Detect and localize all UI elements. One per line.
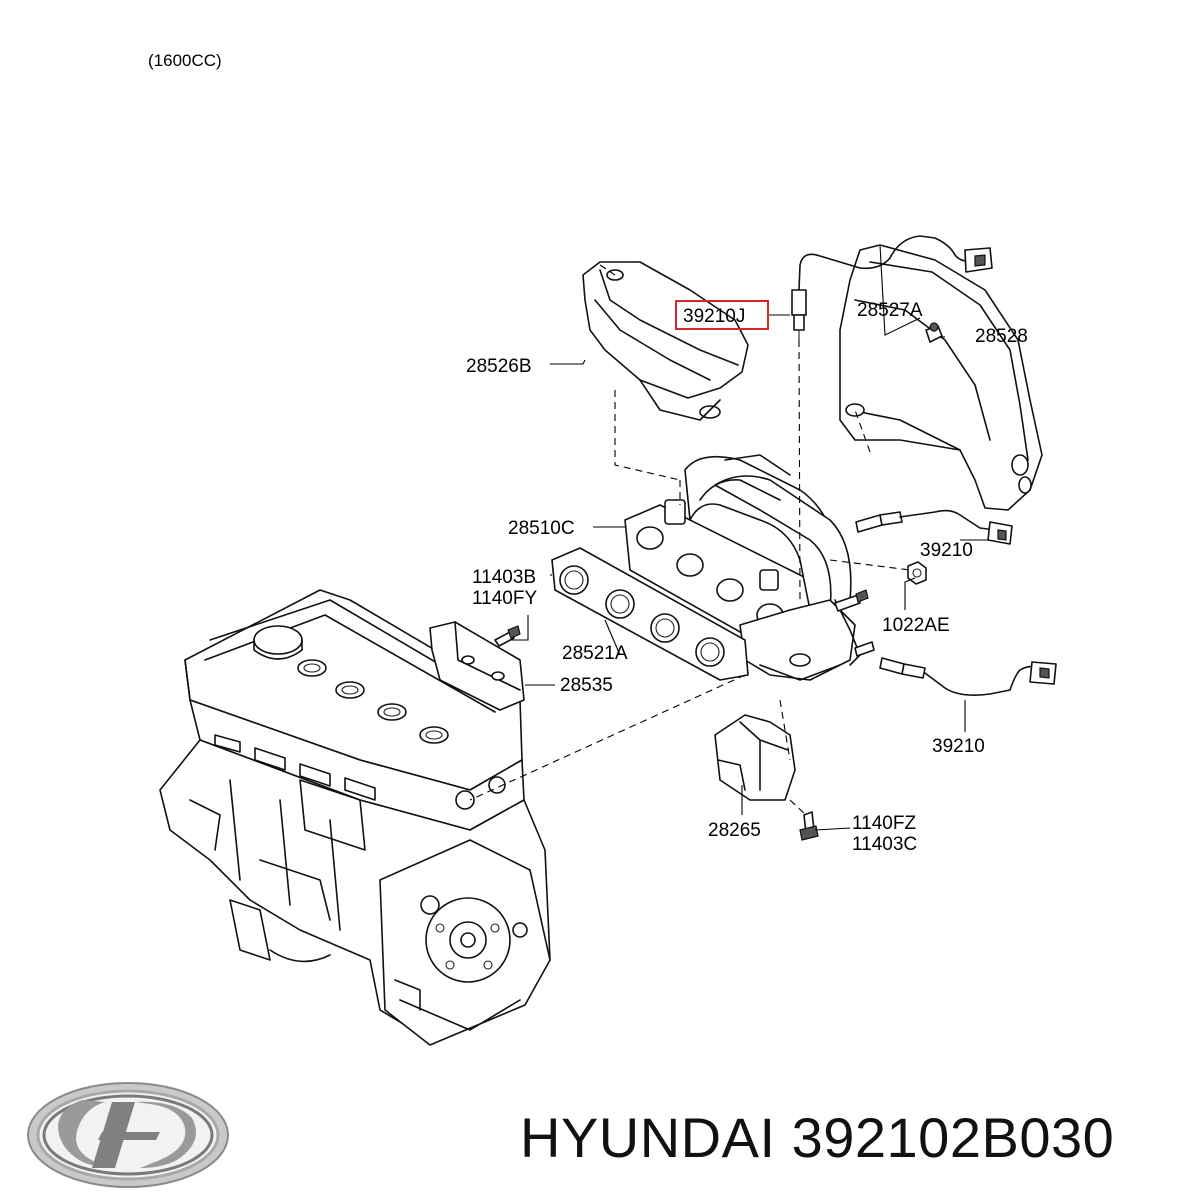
oxygen-sensor-front <box>855 509 1013 545</box>
engine-block-drawing <box>159 589 551 1046</box>
label-28527a[interactable]: 28527A <box>857 300 923 321</box>
bolt-28528 <box>925 322 943 343</box>
oxygen-sensor-rear <box>879 657 1057 696</box>
label-28265[interactable]: 28265 <box>708 820 761 841</box>
manifold-gasket <box>551 547 749 681</box>
assembly-lines <box>469 264 911 816</box>
label-39210j[interactable]: 39210J <box>683 306 745 327</box>
nut-1022ae <box>907 561 927 585</box>
label-1140fy[interactable]: 1140FY <box>472 588 537 609</box>
part-labels: 39210J 28527A 28528 28526B 28510C 39210 … <box>466 300 1028 855</box>
bolt-11403b <box>494 625 521 647</box>
label-39210-rear[interactable]: 39210 <box>932 736 985 757</box>
label-11403c[interactable]: 11403C <box>852 834 917 855</box>
oxygen-sensor-upstream <box>791 235 993 340</box>
label-11403b[interactable]: 11403B <box>472 567 536 588</box>
brand-part-title: HYUNDAI 392102B030 <box>520 1105 1114 1170</box>
engine-spec: (1600CC) <box>148 51 222 70</box>
highlight-box <box>675 300 769 330</box>
label-28521a[interactable]: 28521A <box>562 643 628 664</box>
label-28510c[interactable]: 28510C <box>508 518 575 539</box>
label-28535[interactable]: 28535 <box>560 675 613 696</box>
heat-shield-lower <box>839 244 1043 511</box>
heat-shield-upper <box>582 261 749 421</box>
brand-name: HYUNDAI <box>520 1106 776 1169</box>
label-1022ae[interactable]: 1022AE <box>882 615 950 636</box>
part-number: 392102B030 <box>791 1106 1115 1169</box>
leader-lines <box>510 244 990 831</box>
label-28526b[interactable]: 28526B <box>466 356 532 377</box>
label-1140fz[interactable]: 1140FZ <box>852 813 916 834</box>
label-28528[interactable]: 28528 <box>975 326 1028 347</box>
lower-heat-shield-28265 <box>714 714 796 801</box>
hyundai-logo-icon <box>27 1082 229 1188</box>
bolt-1140fz <box>799 811 819 841</box>
label-39210-front[interactable]: 39210 <box>920 540 973 561</box>
bracket-28535 <box>429 621 525 711</box>
exhaust-manifold <box>624 454 875 681</box>
